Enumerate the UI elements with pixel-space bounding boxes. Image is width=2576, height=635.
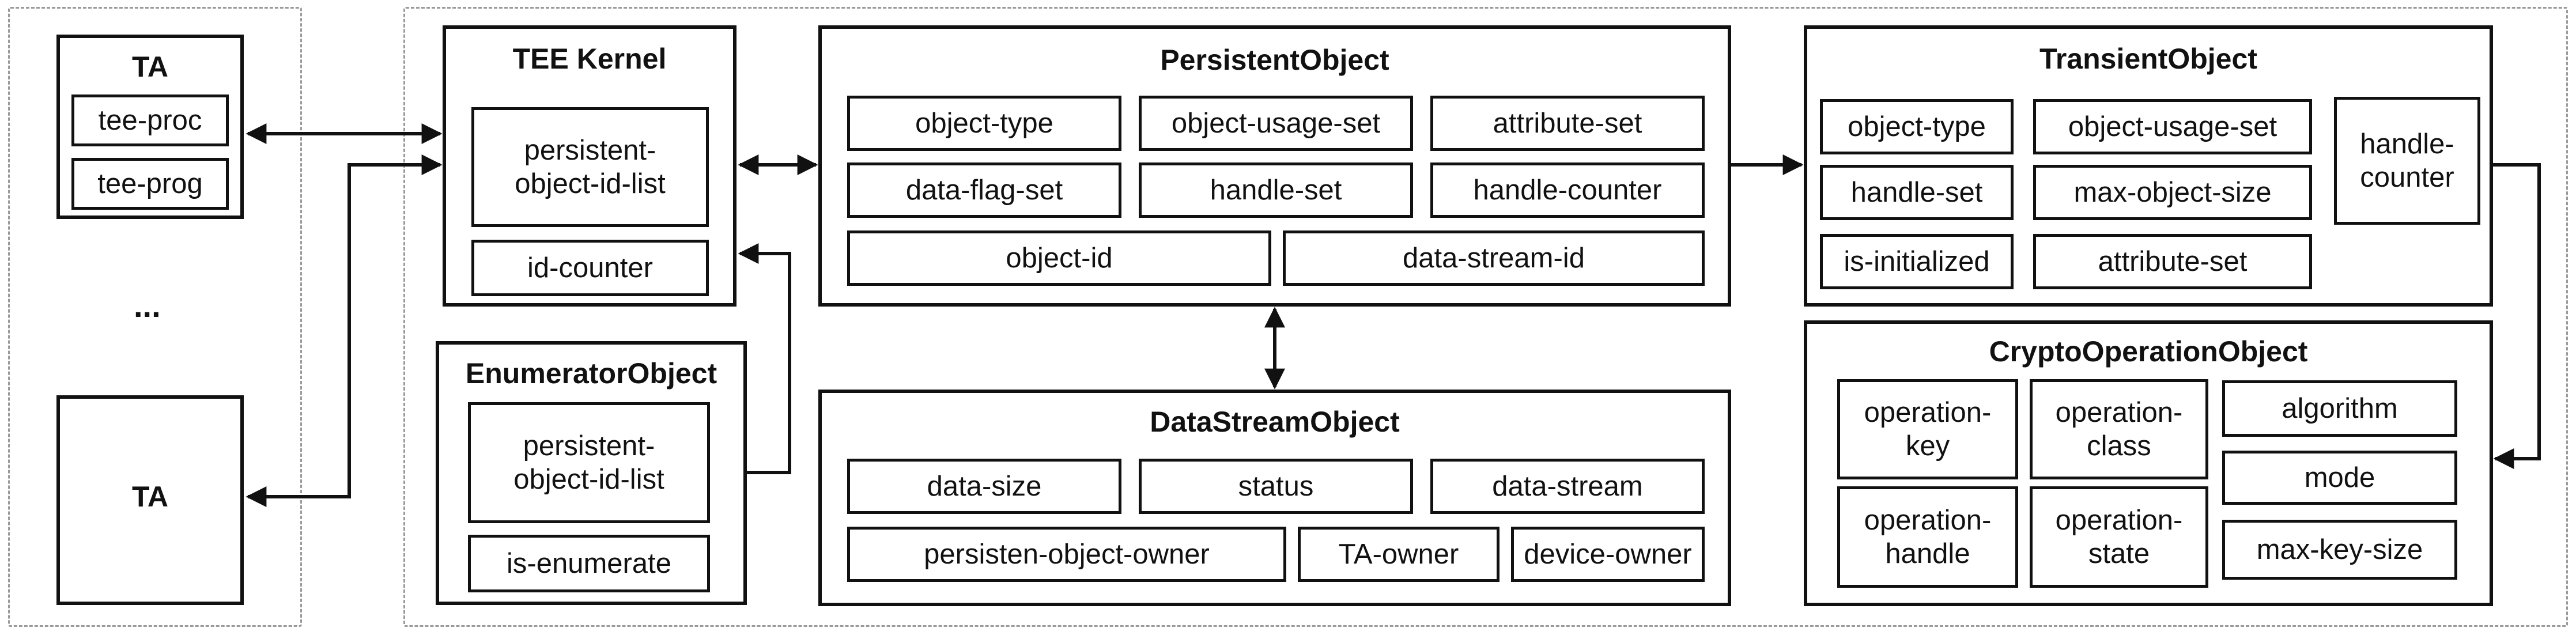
enumerator-object-title: EnumeratorObject bbox=[465, 357, 717, 390]
operation-state-field: operation- state bbox=[2030, 486, 2208, 588]
is-initialized-field: is-initialized bbox=[1820, 234, 2014, 289]
tee-kernel-title: TEE Kernel bbox=[512, 43, 667, 75]
attribute-set-field: attribute-set bbox=[1430, 96, 1705, 151]
tee-kernel-box: TEE Kernel persistent- object-id-list id… bbox=[443, 25, 736, 307]
object-type-field: object-type bbox=[1820, 99, 2014, 154]
data-size-field: data-size bbox=[847, 459, 1121, 514]
attribute-set-field: attribute-set bbox=[2033, 234, 2312, 289]
datastream-object-title: DataStreamObject bbox=[1150, 406, 1400, 438]
max-object-size-field: max-object-size bbox=[2033, 165, 2312, 220]
crypto-operation-object-title: CryptoOperationObject bbox=[1989, 335, 2308, 368]
handle-set-field: handle-set bbox=[1139, 162, 1413, 218]
persistent-object-id-list-field: persistent- object-id-list bbox=[471, 107, 709, 227]
ta-box-top: TA tee-proc tee-prog bbox=[56, 35, 244, 219]
persistent-object-title: PersistentObject bbox=[1160, 44, 1389, 76]
object-type-field: object-type bbox=[847, 96, 1121, 151]
tee-proc-field: tee-proc bbox=[71, 95, 229, 146]
object-id-field: object-id bbox=[847, 230, 1271, 286]
ellipsis: ... bbox=[134, 288, 161, 324]
operation-handle-field: operation- handle bbox=[1837, 486, 2018, 588]
transient-object-title: TransientObject bbox=[2039, 43, 2257, 75]
tee-prog-field: tee-prog bbox=[71, 158, 229, 210]
max-key-size-field: max-key-size bbox=[2222, 520, 2457, 580]
enumerator-object-box: EnumeratorObject persistent- object-id-l… bbox=[436, 341, 747, 605]
transient-crypto-arrow bbox=[2493, 163, 2541, 469]
algorithm-field: algorithm bbox=[2222, 380, 2457, 437]
datastream-object-box: DataStreamObject data-size status data-s… bbox=[818, 390, 1731, 606]
persistent-object-id-list-field: persistent- object-id-list bbox=[468, 402, 710, 523]
enumerator-kernel-arrow bbox=[738, 243, 791, 474]
status-field: status bbox=[1139, 459, 1413, 514]
handle-set-field: handle-set bbox=[1820, 165, 2014, 220]
transient-object-box: TransientObject object-type object-usage… bbox=[1804, 25, 2493, 307]
object-usage-set-field: object-usage-set bbox=[1139, 96, 1413, 151]
is-enumerate-field: is-enumerate bbox=[468, 535, 710, 592]
persistent-object-box: PersistentObject object-type object-usag… bbox=[818, 25, 1731, 307]
data-flag-set-field: data-flag-set bbox=[847, 162, 1121, 218]
persisten-object-owner-field: persisten-object-owner bbox=[847, 527, 1286, 582]
ta-title: TA bbox=[132, 51, 168, 83]
device-owner-field: device-owner bbox=[1511, 527, 1705, 582]
handle-counter-field: handle- counter bbox=[2334, 97, 2480, 225]
operation-class-field: operation- class bbox=[2030, 379, 2208, 479]
data-stream-field: data-stream bbox=[1430, 459, 1705, 514]
object-usage-set-field: object-usage-set bbox=[2033, 99, 2312, 154]
crypto-operation-object-box: CryptoOperationObject operation- key ope… bbox=[1804, 320, 2493, 606]
ta-owner-field: TA-owner bbox=[1298, 527, 1499, 582]
operation-key-field: operation- key bbox=[1837, 379, 2018, 479]
ta-box-bottom: TA bbox=[56, 395, 244, 605]
mode-field: mode bbox=[2222, 451, 2457, 505]
data-stream-id-field: data-stream-id bbox=[1283, 230, 1705, 286]
ta2-kernel-arrow bbox=[245, 154, 443, 507]
handle-counter-field: handle-counter bbox=[1430, 162, 1705, 218]
ta-title: TA bbox=[132, 481, 168, 513]
id-counter-field: id-counter bbox=[471, 240, 709, 296]
